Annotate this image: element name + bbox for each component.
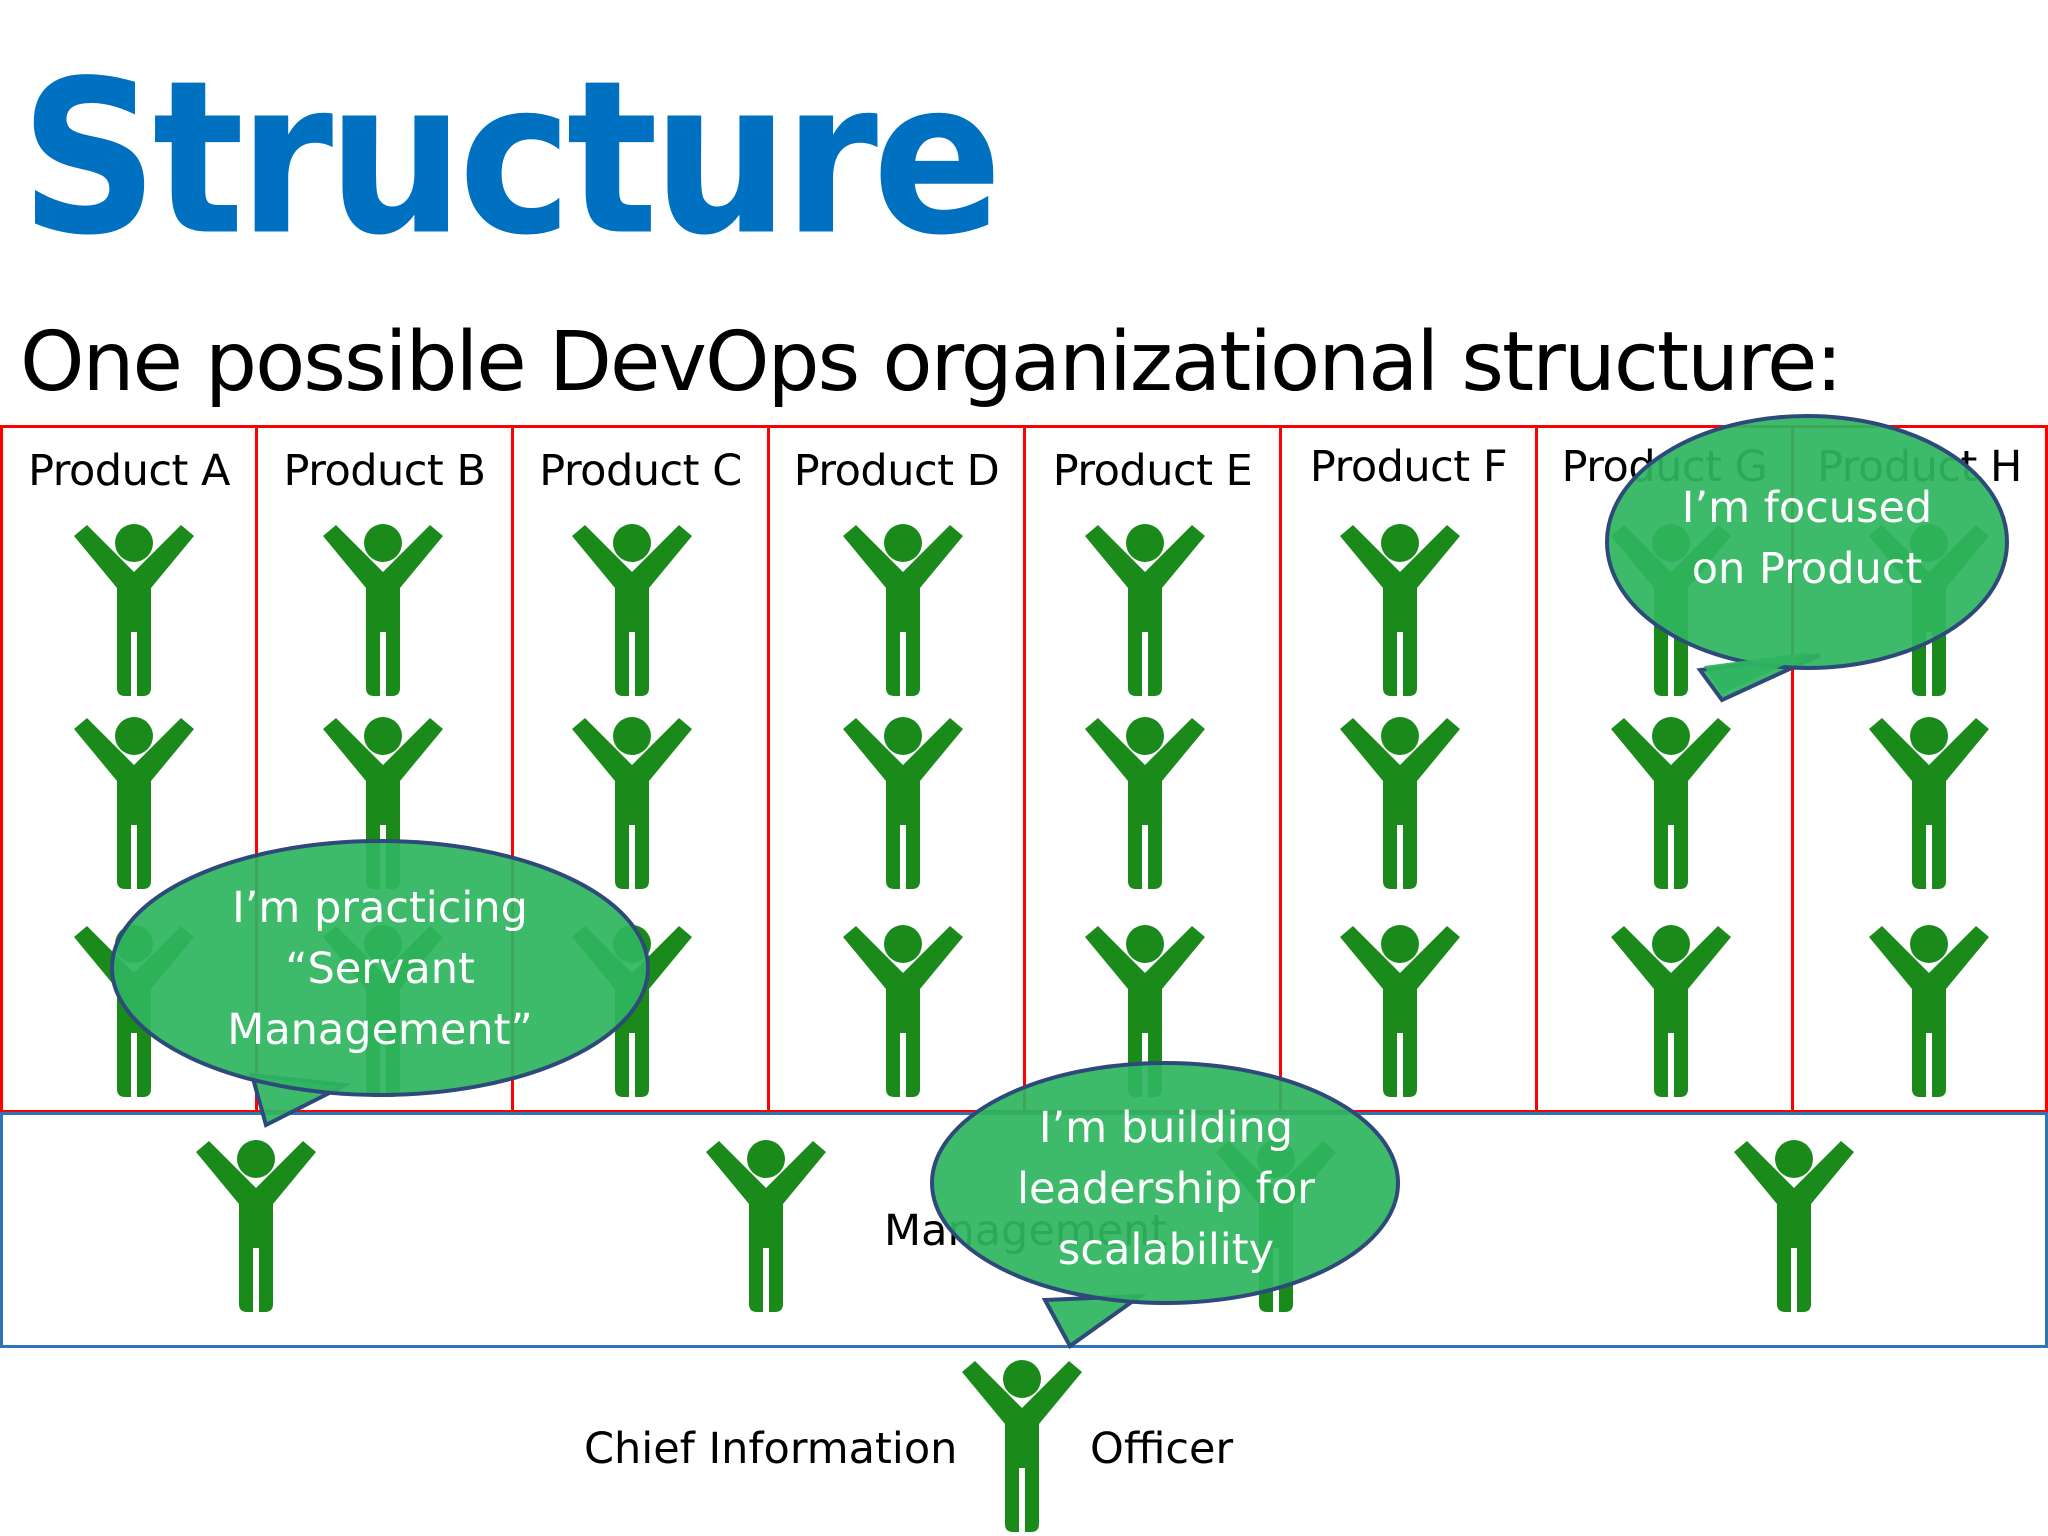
bubble-servant-text: I’m practicing “Servant Management” [180,878,580,1061]
bubble-focused-text: I’m focused on Product [1607,478,2007,600]
bubble-line: I’m focused [1681,483,1933,533]
person-icon [568,715,696,893]
bubble-line: leadership for [1017,1164,1315,1214]
bubble-line: I’m building [1038,1103,1294,1153]
person-icon [1865,715,1993,893]
product-label: Product D [793,446,1000,496]
product-label: Product A [28,446,230,496]
person-icon [568,923,696,1101]
bubble-line: “Servant [285,944,475,994]
page-title: Structure [20,34,1002,282]
person-icon [1081,923,1209,1101]
product-label: Product B [283,446,486,496]
cio-label-left: Chief Information [584,1424,958,1474]
product-label: Product F [1309,442,1508,492]
person-icon [1607,923,1735,1101]
product-label: Product E [1052,446,1253,496]
person-icon [1081,522,1209,700]
person-icon [839,715,967,893]
person-icon [958,1358,1086,1536]
person-icon [192,1138,320,1316]
person-icon [568,522,696,700]
person-icon [839,923,967,1101]
person-icon [1336,715,1464,893]
person-icon [1865,923,1993,1101]
person-icon [1336,923,1464,1101]
person-icon [1336,522,1464,700]
product-column-f: Product F [1279,425,1538,1113]
bubble-line: on Product [1691,544,1923,594]
cio-label-right: Officer [1090,1424,1234,1474]
person-icon [839,522,967,700]
person-icon [70,923,198,1101]
person-icon [702,1138,830,1316]
person-icon [1607,715,1735,893]
bubble-line: Management” [227,1005,533,1055]
product-label: Product C [539,446,742,496]
bubble-line: scalability [1057,1225,1275,1275]
person-icon [319,522,447,700]
person-icon [70,522,198,700]
person-icon [1730,1138,1858,1316]
person-icon [1081,715,1209,893]
bubble-line: I’m practicing [232,883,528,933]
person-icon [70,715,198,893]
bubble-leadership-text: I’m building leadership for scalability [966,1098,1366,1281]
person-icon [319,715,447,893]
page-subtitle: One possible DevOps organizational struc… [20,315,1843,410]
